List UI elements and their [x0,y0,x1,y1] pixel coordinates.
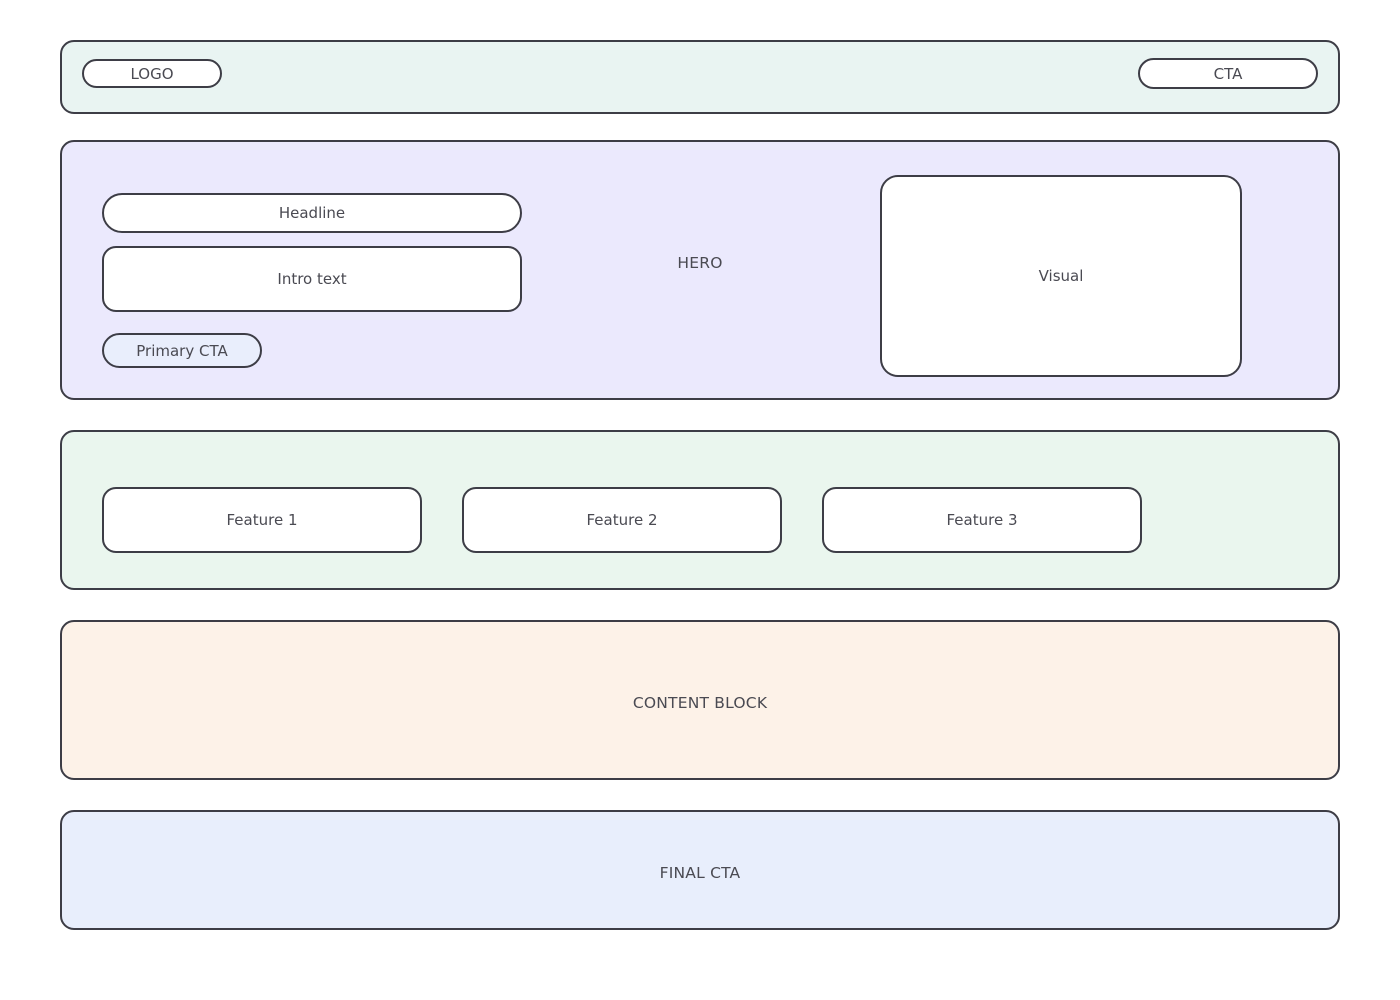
features-section: Feature 1 Feature 2 Feature 3 [60,430,1340,590]
logo-placeholder[interactable]: LOGO [82,59,222,88]
hero-intro-label: Intro text [277,270,347,288]
feature-card-label: Feature 3 [946,511,1018,529]
content-block-section: CONTENT BLOCK [60,620,1340,780]
hero-primary-cta-button[interactable]: Primary CTA [102,333,262,368]
final-cta-section[interactable]: FINAL CTA [60,810,1340,930]
hero-headline-placeholder: Headline [102,193,522,233]
feature-card[interactable]: Feature 3 [822,487,1142,553]
final-cta-label: FINAL CTA [659,864,741,882]
hero-headline-label: Headline [278,204,346,222]
logo-label: LOGO [130,64,174,83]
hero-primary-cta-label: Primary CTA [136,341,228,360]
content-block-label: CONTENT BLOCK [632,694,768,712]
feature-card-label: Feature 1 [226,511,298,529]
feature-card[interactable]: Feature 2 [462,487,782,553]
feature-card[interactable]: Feature 1 [102,487,422,553]
hero-visual-label: Visual [1038,267,1084,285]
header-cta-label: CTA [1213,64,1243,83]
feature-card-label: Feature 2 [586,511,658,529]
hero-visual-placeholder: Visual [880,175,1242,377]
hero-section: HERO Headline Intro text Primary CTA Vis… [60,140,1340,400]
header-cta-button[interactable]: CTA [1138,58,1318,89]
hero-intro-placeholder: Intro text [102,246,522,312]
header-section: LOGO CTA [60,40,1340,114]
